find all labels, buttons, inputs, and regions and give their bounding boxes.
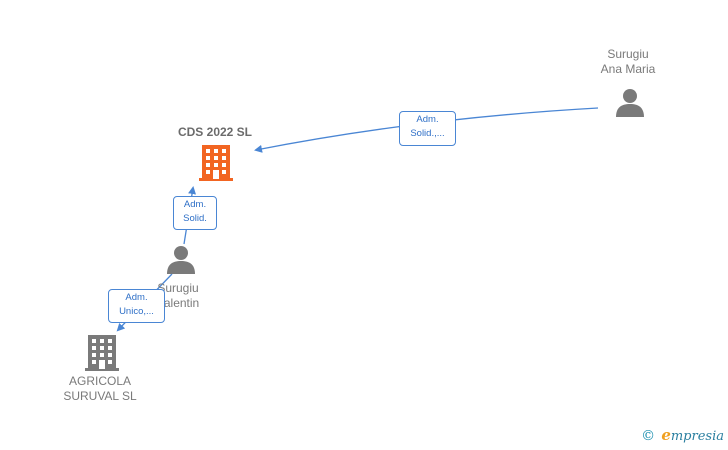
brand-logo-text: mpresia [670, 429, 724, 444]
person-name-ana[interactable]: Surugiu Ana Maria [580, 47, 676, 77]
person-name-line2: Valentin [156, 296, 200, 310]
edge-label-line2: Solid.,... [410, 128, 445, 139]
edge-label-line2: Solid. [183, 213, 207, 224]
person-name-line2: Ana Maria [600, 62, 656, 76]
company-name-cds[interactable]: CDS 2022 SL [177, 125, 253, 139]
company-name-agricola[interactable]: AGRICOLA SURUVAL SL [50, 374, 150, 404]
person-name-line1: Surugiu [607, 47, 649, 61]
company-name-line2: SURUVAL SL [63, 389, 137, 403]
edge-label-line1: Adm. [183, 199, 207, 210]
person-name-line1: Surugiu [157, 281, 199, 295]
edge-label-line1: Adm. [125, 292, 148, 303]
building-icon-highlighted[interactable] [199, 145, 233, 181]
edge-label-valentin-to-agricola[interactable]: Adm. Unico,... [108, 289, 165, 323]
company-name-line1: AGRICOLA [68, 374, 131, 388]
person-name-valentin[interactable]: Surugiu Valentin [130, 281, 226, 311]
person-icon[interactable] [615, 88, 645, 118]
brand-footer: © empresia [641, 426, 724, 444]
edge-label-valentin-to-cds[interactable]: Adm. Solid. [173, 196, 217, 230]
edge-label-ana-to-cds[interactable]: Adm. Solid.,... [399, 111, 456, 146]
copyright-symbol: © [641, 428, 656, 444]
edge-label-line2: Unico,... [119, 306, 154, 317]
building-icon[interactable] [85, 335, 119, 371]
edge-label-line1: Adm. [416, 114, 439, 125]
brand-logo-initial: e [661, 426, 671, 444]
person-icon[interactable] [166, 245, 196, 275]
